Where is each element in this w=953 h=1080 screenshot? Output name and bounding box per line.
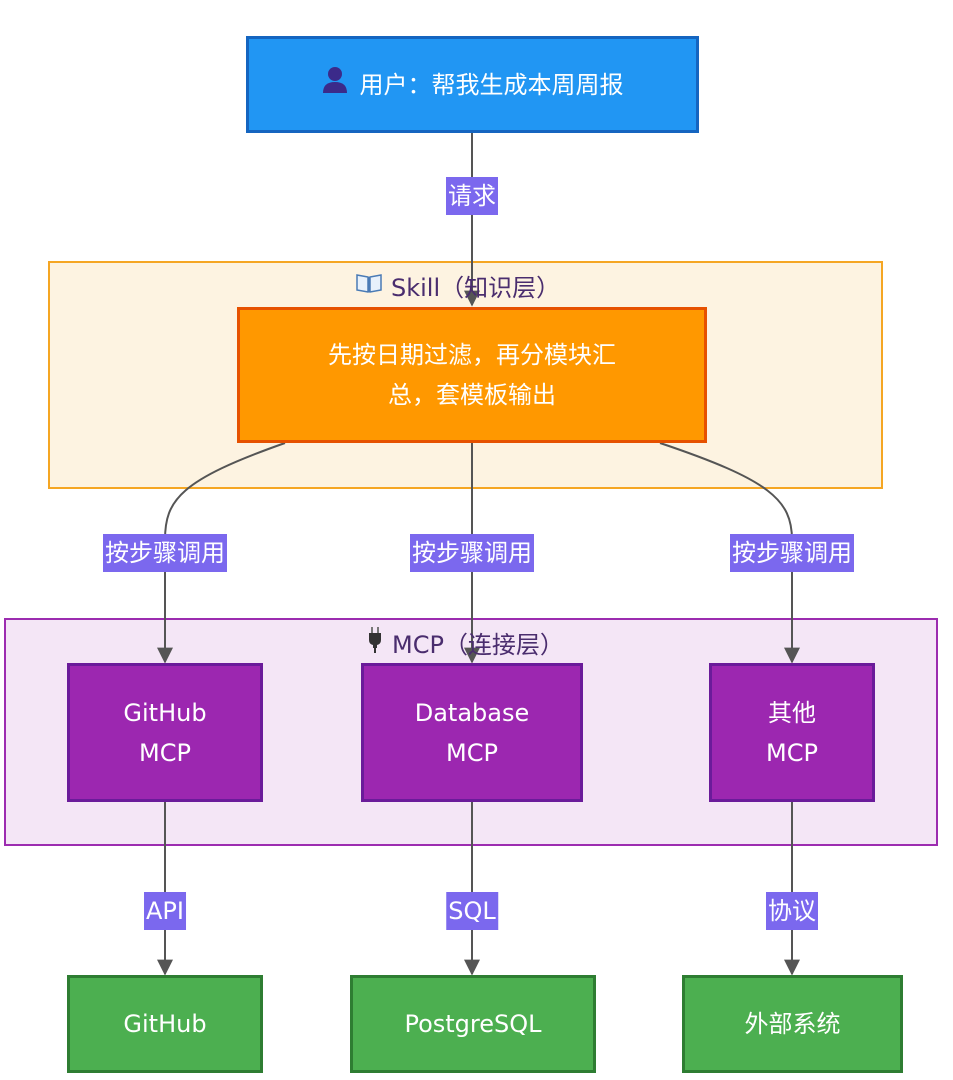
postgresql-label: PostgreSQL — [404, 1010, 542, 1038]
edge-label-step-call-github: 按步骤调用 — [103, 534, 227, 572]
github-label: GitHub — [123, 1010, 207, 1038]
skill-layer-title: Skill（知识层） — [355, 268, 560, 303]
edge-skill-to-other-mcp — [659, 442, 800, 664]
database-mcp-node[interactable]: Database MCP — [361, 663, 583, 802]
plug-icon — [366, 626, 384, 660]
github-node[interactable]: GitHub — [67, 975, 263, 1073]
postgresql-node[interactable]: PostgreSQL — [350, 975, 596, 1073]
skill-layer-title-text: Skill（知识层） — [391, 274, 561, 302]
skill-node[interactable]: 先按日期过滤，再分模块汇 总，套模板输出 — [237, 307, 707, 443]
edge-label-protocol: 协议 — [766, 892, 818, 930]
user-icon — [322, 65, 348, 105]
skill-node-label: 先按日期过滤，再分模块汇 总，套模板输出 — [328, 341, 616, 409]
database-mcp-label: Database MCP — [414, 698, 530, 767]
mcp-layer-title: MCP（连接层） — [366, 625, 564, 660]
book-icon — [355, 272, 383, 300]
github-mcp-label: GitHub MCP — [123, 698, 207, 767]
user-request-node[interactable]: 用户：帮我生成本周周报 — [246, 36, 699, 133]
external-system-label: 外部系统 — [744, 1010, 841, 1038]
edge-label-step-call-database: 按步骤调用 — [410, 534, 534, 572]
edge-label-request: 请求 — [446, 177, 498, 215]
edge-label-sql: SQL — [446, 892, 498, 930]
user-request-label: 用户：帮我生成本周周报 — [359, 70, 624, 99]
edge-label-step-call-other: 按步骤调用 — [730, 534, 854, 572]
mcp-layer-title-text: MCP（连接层） — [392, 631, 564, 659]
other-mcp-node[interactable]: 其他 MCP — [709, 663, 875, 802]
edge-skill-to-github-mcp — [157, 442, 286, 664]
other-mcp-label: 其他 MCP — [766, 698, 818, 767]
external-system-node[interactable]: 外部系统 — [682, 975, 903, 1073]
github-mcp-node[interactable]: GitHub MCP — [67, 663, 263, 802]
edge-label-api: API — [144, 892, 186, 930]
